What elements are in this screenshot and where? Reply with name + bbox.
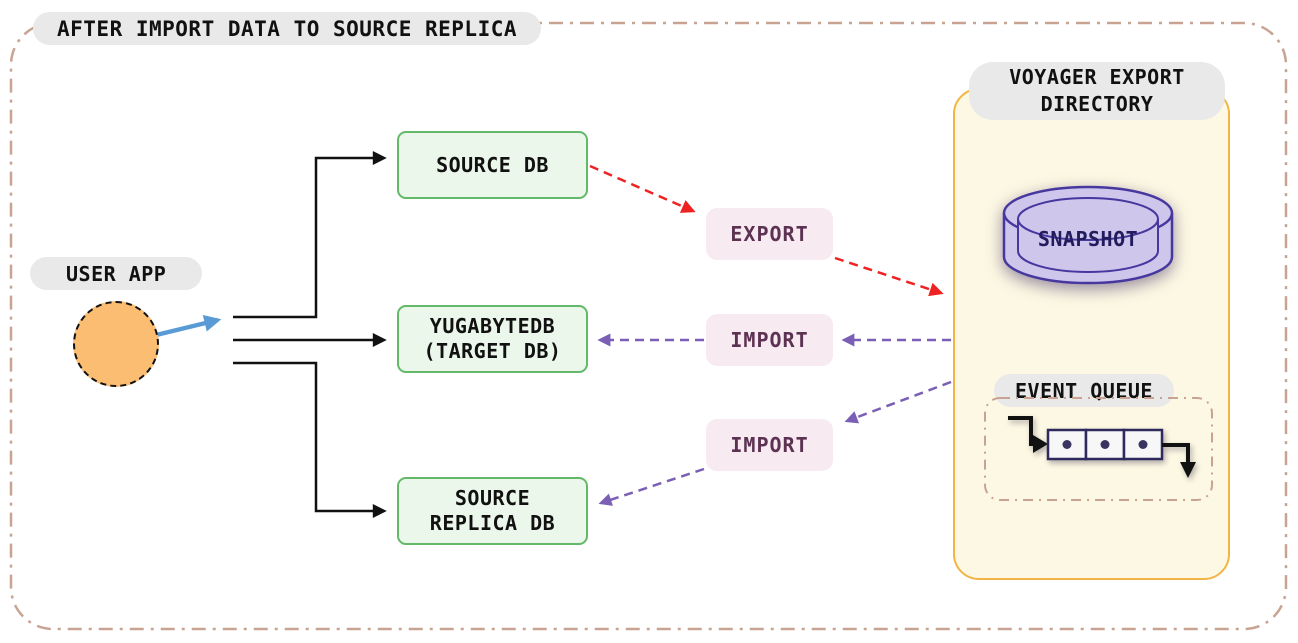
branch-arrow-source-db xyxy=(233,151,387,319)
node-target-label-line1: YUGABYTEDB xyxy=(429,314,556,338)
user-app-arrow xyxy=(151,314,222,339)
diagram-title: AFTER IMPORT DATA TO SOURCE REPLICA xyxy=(33,12,542,45)
node-target-label-line2: (TARGET DB) xyxy=(423,339,562,363)
node-source-db-label: SOURCE DB xyxy=(436,152,549,177)
node-replica-label-line1: SOURCE xyxy=(454,486,531,510)
queue-icon xyxy=(998,408,1198,488)
node-source-db: SOURCE DB xyxy=(397,131,588,199)
import-arrow-label2-to-replica xyxy=(598,467,705,506)
node-yugabytedb-target: YUGABYTEDB (TARGET DB) xyxy=(397,305,588,373)
export-arrow-source-to-label xyxy=(589,164,696,213)
voyager-export-directory-title: VOYAGER EXPORT DIRECTORY xyxy=(969,62,1225,120)
node-replica-label-line2: REPLICA DB xyxy=(429,511,556,535)
export-arrow-label-to-voyager xyxy=(834,256,944,297)
voyager-export-directory-container xyxy=(953,88,1230,580)
snapshot-label: SNAPSHOT xyxy=(1037,227,1139,251)
branch-arrow-source-replica-db xyxy=(233,361,387,518)
snapshot-group: SNAPSHOT xyxy=(1001,183,1175,287)
import-arrow-voyager-to-label2 xyxy=(844,380,952,424)
event-queue-dashed-border xyxy=(984,397,1213,501)
database-cylinder-icon xyxy=(1002,185,1174,285)
user-app-circle-icon xyxy=(73,301,159,387)
user-app-label: USER APP xyxy=(30,257,203,290)
event-queue-label: EVENT QUEUE xyxy=(994,374,1174,407)
edge-label-import-target: IMPORT xyxy=(706,314,833,366)
edge-label-export: EXPORT xyxy=(706,208,833,260)
node-source-replica-db: SOURCE REPLICA DB xyxy=(397,477,588,545)
edge-label-import-replica: IMPORT xyxy=(706,419,833,471)
